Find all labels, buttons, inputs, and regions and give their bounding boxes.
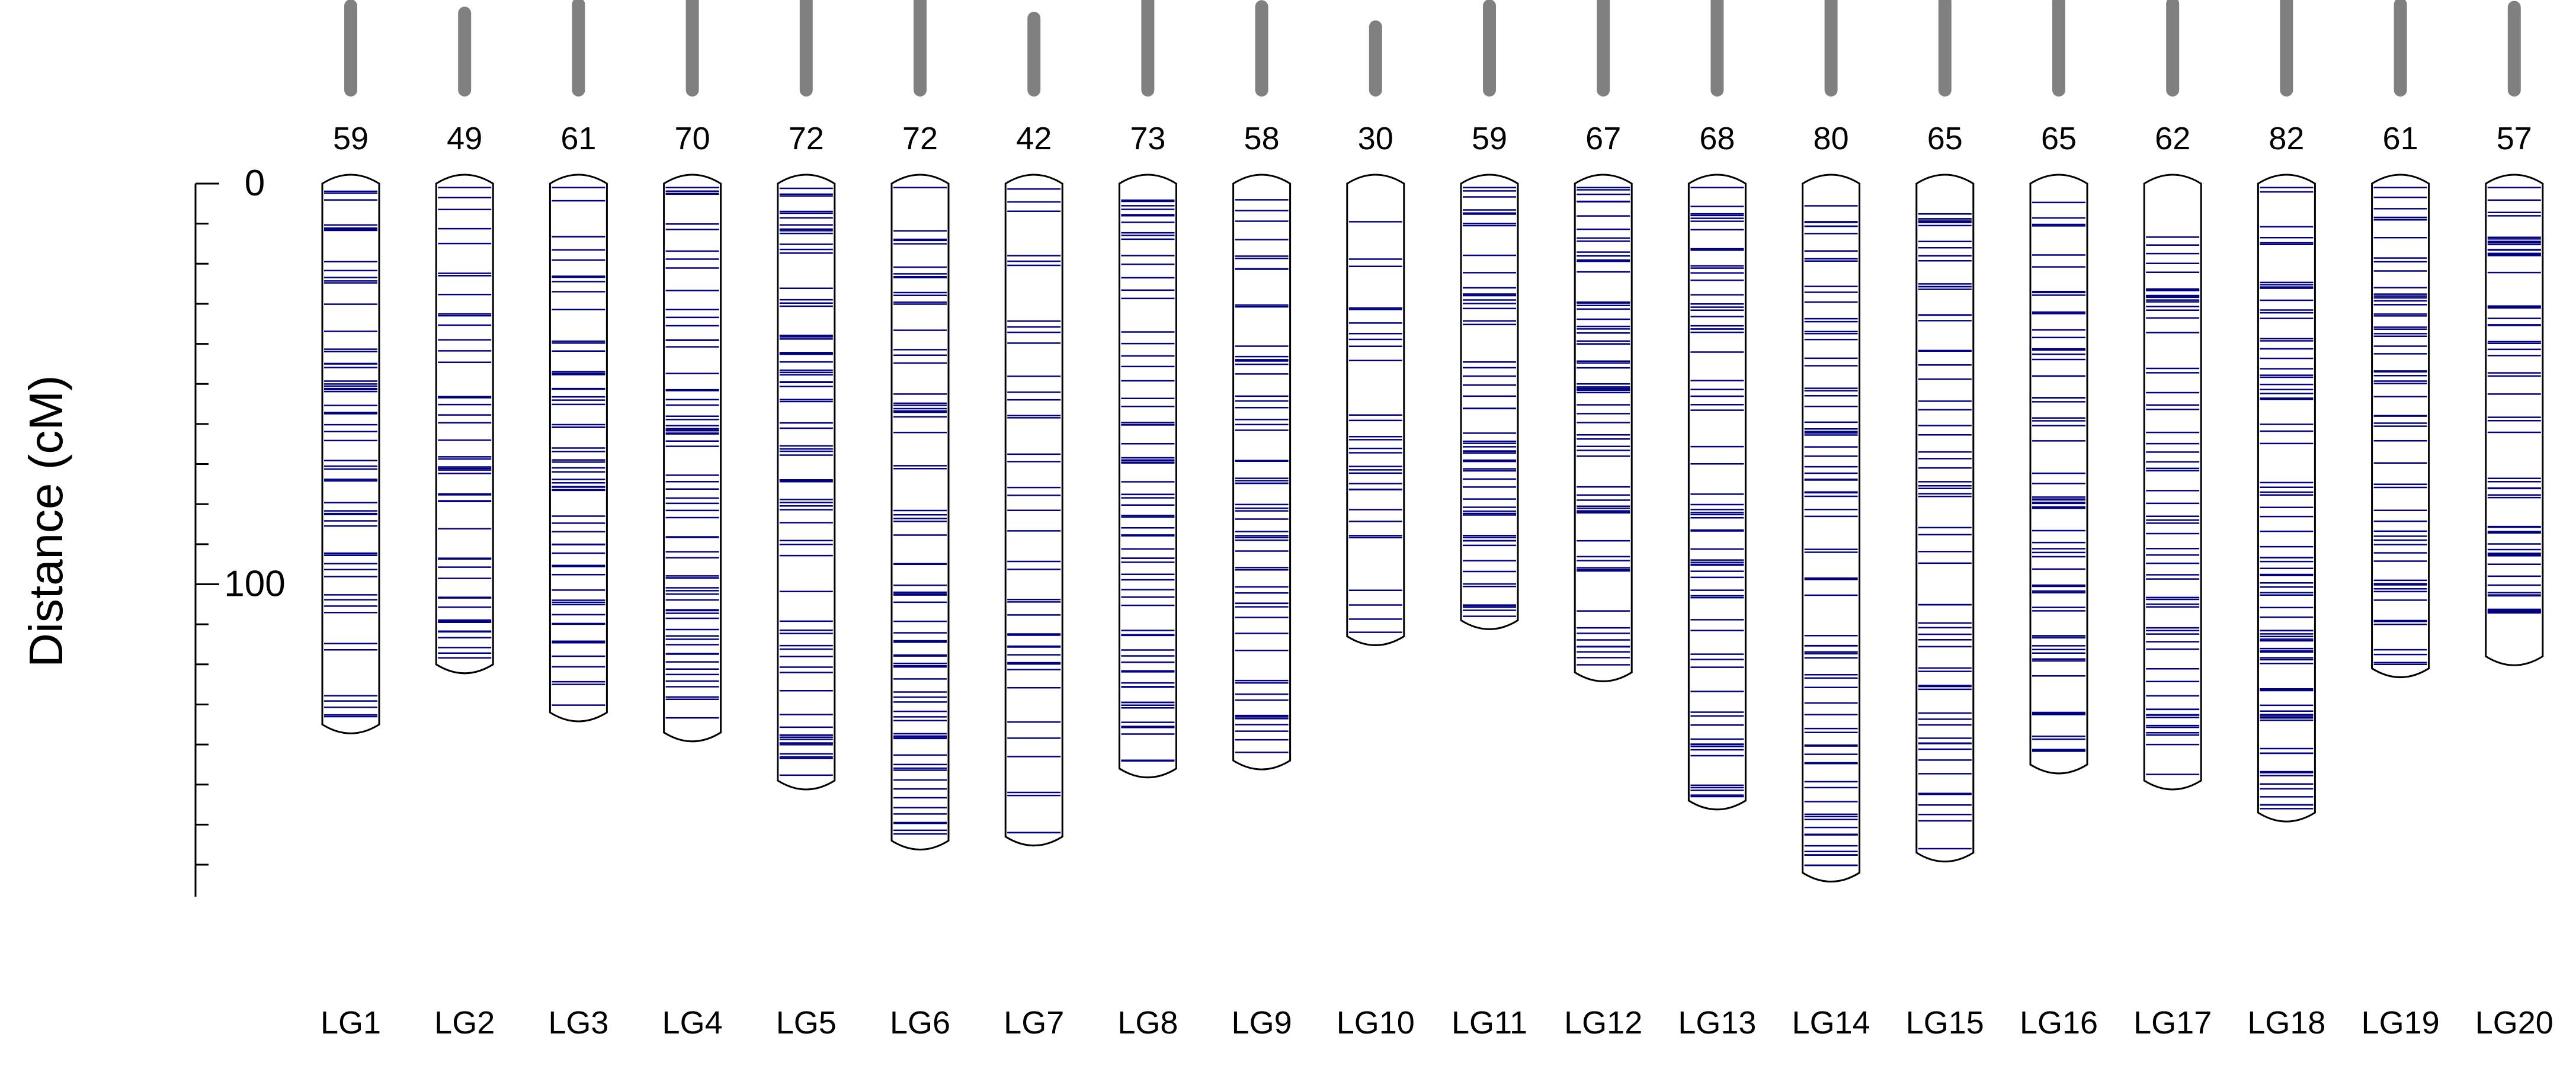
marker-count-label: 42 [1016, 121, 1052, 156]
chromosome-outline [1802, 174, 1861, 882]
chromosome-outline [1574, 174, 1633, 682]
lg-label: LG9 [1232, 1005, 1292, 1041]
lg-label: LG12 [1564, 1005, 1642, 1041]
marker-count-label: 72 [902, 121, 938, 156]
lg-label: LG16 [2020, 1005, 2098, 1041]
marker-count-label: 61 [2383, 121, 2418, 156]
marker-count-label: 62 [2155, 121, 2190, 156]
y-tick-label: 0 [245, 163, 265, 204]
marker-count-label: 70 [675, 121, 710, 156]
lg-label: LG14 [1792, 1005, 1870, 1041]
lg-label: LG18 [2247, 1005, 2325, 1041]
lg-label: LG15 [1906, 1005, 1984, 1041]
lg-label: LG2 [434, 1005, 495, 1041]
lg-label: LG7 [1004, 1005, 1064, 1041]
lg-label: LG3 [548, 1005, 608, 1041]
lg-label: LG20 [2475, 1005, 2553, 1041]
marker-count-label: 58 [1244, 121, 1280, 156]
marker-count-label: 68 [1699, 121, 1735, 156]
chromosome-outline [435, 174, 494, 675]
marker-count-label: 59 [1472, 121, 1507, 156]
chromosome-outline [1915, 174, 1975, 863]
lg-label: LG13 [1678, 1005, 1756, 1041]
lg-label: LG11 [1452, 1005, 1527, 1041]
chromosome-outline [1346, 174, 1405, 646]
chromosome-outline [1118, 174, 1177, 779]
chromosome-outline [321, 174, 380, 734]
chromosome-outline [2029, 174, 2088, 775]
marker-count-label: 65 [2041, 121, 2077, 156]
lg-label: LG4 [662, 1005, 723, 1041]
y-axis-title: Distance (cM) [20, 375, 72, 667]
marker-count-label: 49 [447, 121, 482, 156]
marker-count-label: 30 [1358, 121, 1393, 156]
marker-count-label: 80 [1814, 121, 1849, 156]
marker-count-label: 57 [2497, 121, 2532, 156]
marker-count-label: 59 [333, 121, 369, 156]
marker-count-label: 61 [560, 121, 596, 156]
chromosome-outline [890, 174, 950, 850]
lg-label: LG8 [1117, 1005, 1178, 1041]
marker-count-label: 82 [2269, 121, 2304, 156]
lg-label: LG6 [890, 1005, 950, 1041]
lg-label: LG19 [2362, 1005, 2440, 1041]
chromosome-outline [2257, 174, 2316, 823]
chromosome-outline [1687, 174, 1747, 811]
marker-count-label: 67 [1585, 121, 1621, 156]
lg-label: LG5 [776, 1005, 837, 1041]
chromosome-outline [2143, 174, 2202, 791]
y-tick-label: 100 [224, 564, 285, 605]
lg-label: LG1 [321, 1005, 381, 1041]
lg-label: LG10 [1337, 1005, 1415, 1041]
linkage-groups: 59LG149LG261LG370LG472LG572LG642LG773LG8… [321, 0, 2553, 1041]
chromosome-outline [1232, 174, 1292, 771]
marker-count-label: 72 [789, 121, 824, 156]
marker-count-label: 65 [1927, 121, 1963, 156]
y-axis: 0 100 [194, 163, 286, 897]
marker-count-label: 73 [1130, 121, 1165, 156]
lg-label: LG17 [2133, 1005, 2212, 1041]
